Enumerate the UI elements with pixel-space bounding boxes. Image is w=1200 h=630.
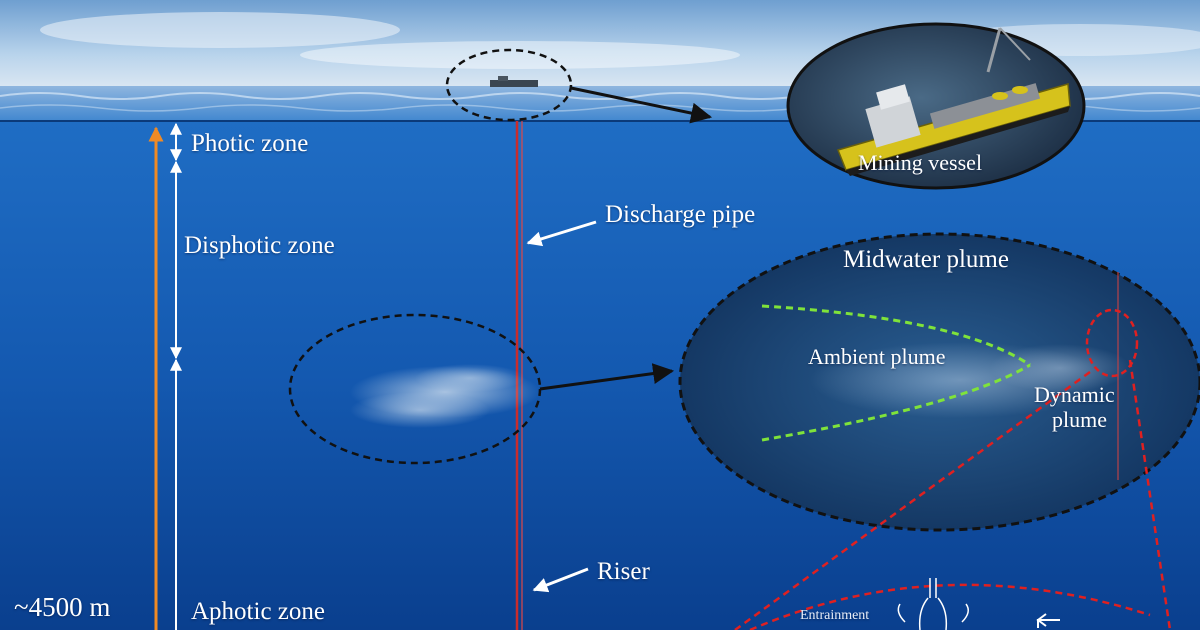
riser-label: Riser — [597, 558, 650, 585]
mining-vessel-label: Mining vessel — [858, 150, 983, 175]
vessel-callout-arrow — [570, 86, 713, 124]
vessel-highlight-ring — [445, 48, 573, 122]
dynamic-plume-label-line2: plume — [1052, 407, 1107, 432]
dynamic-plume-label-line1: Dynamic — [1034, 382, 1115, 407]
entrainment-detail — [897, 578, 1060, 630]
dynamic-plume-ring — [1085, 308, 1139, 378]
midwater-plume-label: Midwater plume — [843, 246, 1009, 273]
midwater-plume-callout — [678, 232, 1200, 532]
plume-callout-arrow — [539, 363, 675, 391]
ambient-plume-label: Ambient plume — [808, 344, 946, 369]
photic-zone-label: Photic zone — [191, 130, 309, 157]
ship-silhouette — [490, 76, 538, 87]
discharge-pipe-label: Discharge pipe — [605, 201, 756, 228]
ambient-plume-upper-boundary — [761, 304, 1031, 367]
ambient-plume-lower-boundary — [761, 363, 1031, 442]
aphotic-zone-label: Aphotic zone — [191, 598, 325, 625]
entrainment-label: Entrainment — [800, 608, 870, 623]
mining-vessel-callout — [786, 22, 1086, 190]
zoom-lines — [734, 359, 1172, 630]
depth-label: ~4500 m — [14, 592, 111, 622]
disphotic-zone-label: Disphotic zone — [184, 232, 335, 259]
plume-in-situ — [350, 364, 540, 428]
